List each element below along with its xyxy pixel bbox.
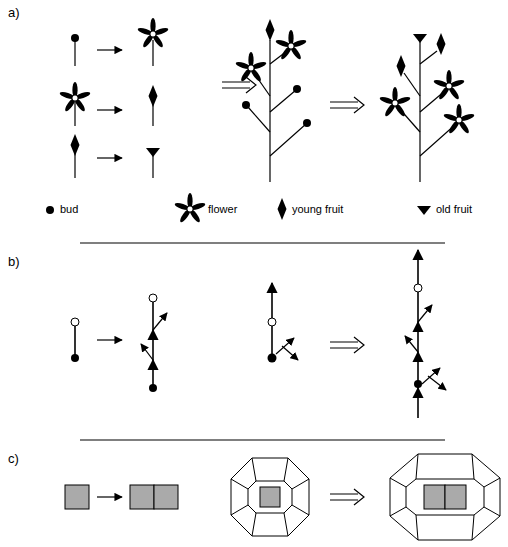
section-label: c) (8, 452, 19, 466)
legend-text: bud (60, 203, 78, 215)
legend-text: flower (208, 203, 237, 215)
flower-sample (174, 193, 206, 223)
section-label: a) (8, 6, 20, 20)
bud-sample (46, 206, 54, 214)
young-fruit-sample (278, 198, 287, 220)
legend-text: young fruit (292, 203, 343, 215)
legend-text: old fruit (436, 203, 472, 215)
old-fruit-sample (417, 206, 431, 215)
section-label: b) (8, 255, 20, 269)
